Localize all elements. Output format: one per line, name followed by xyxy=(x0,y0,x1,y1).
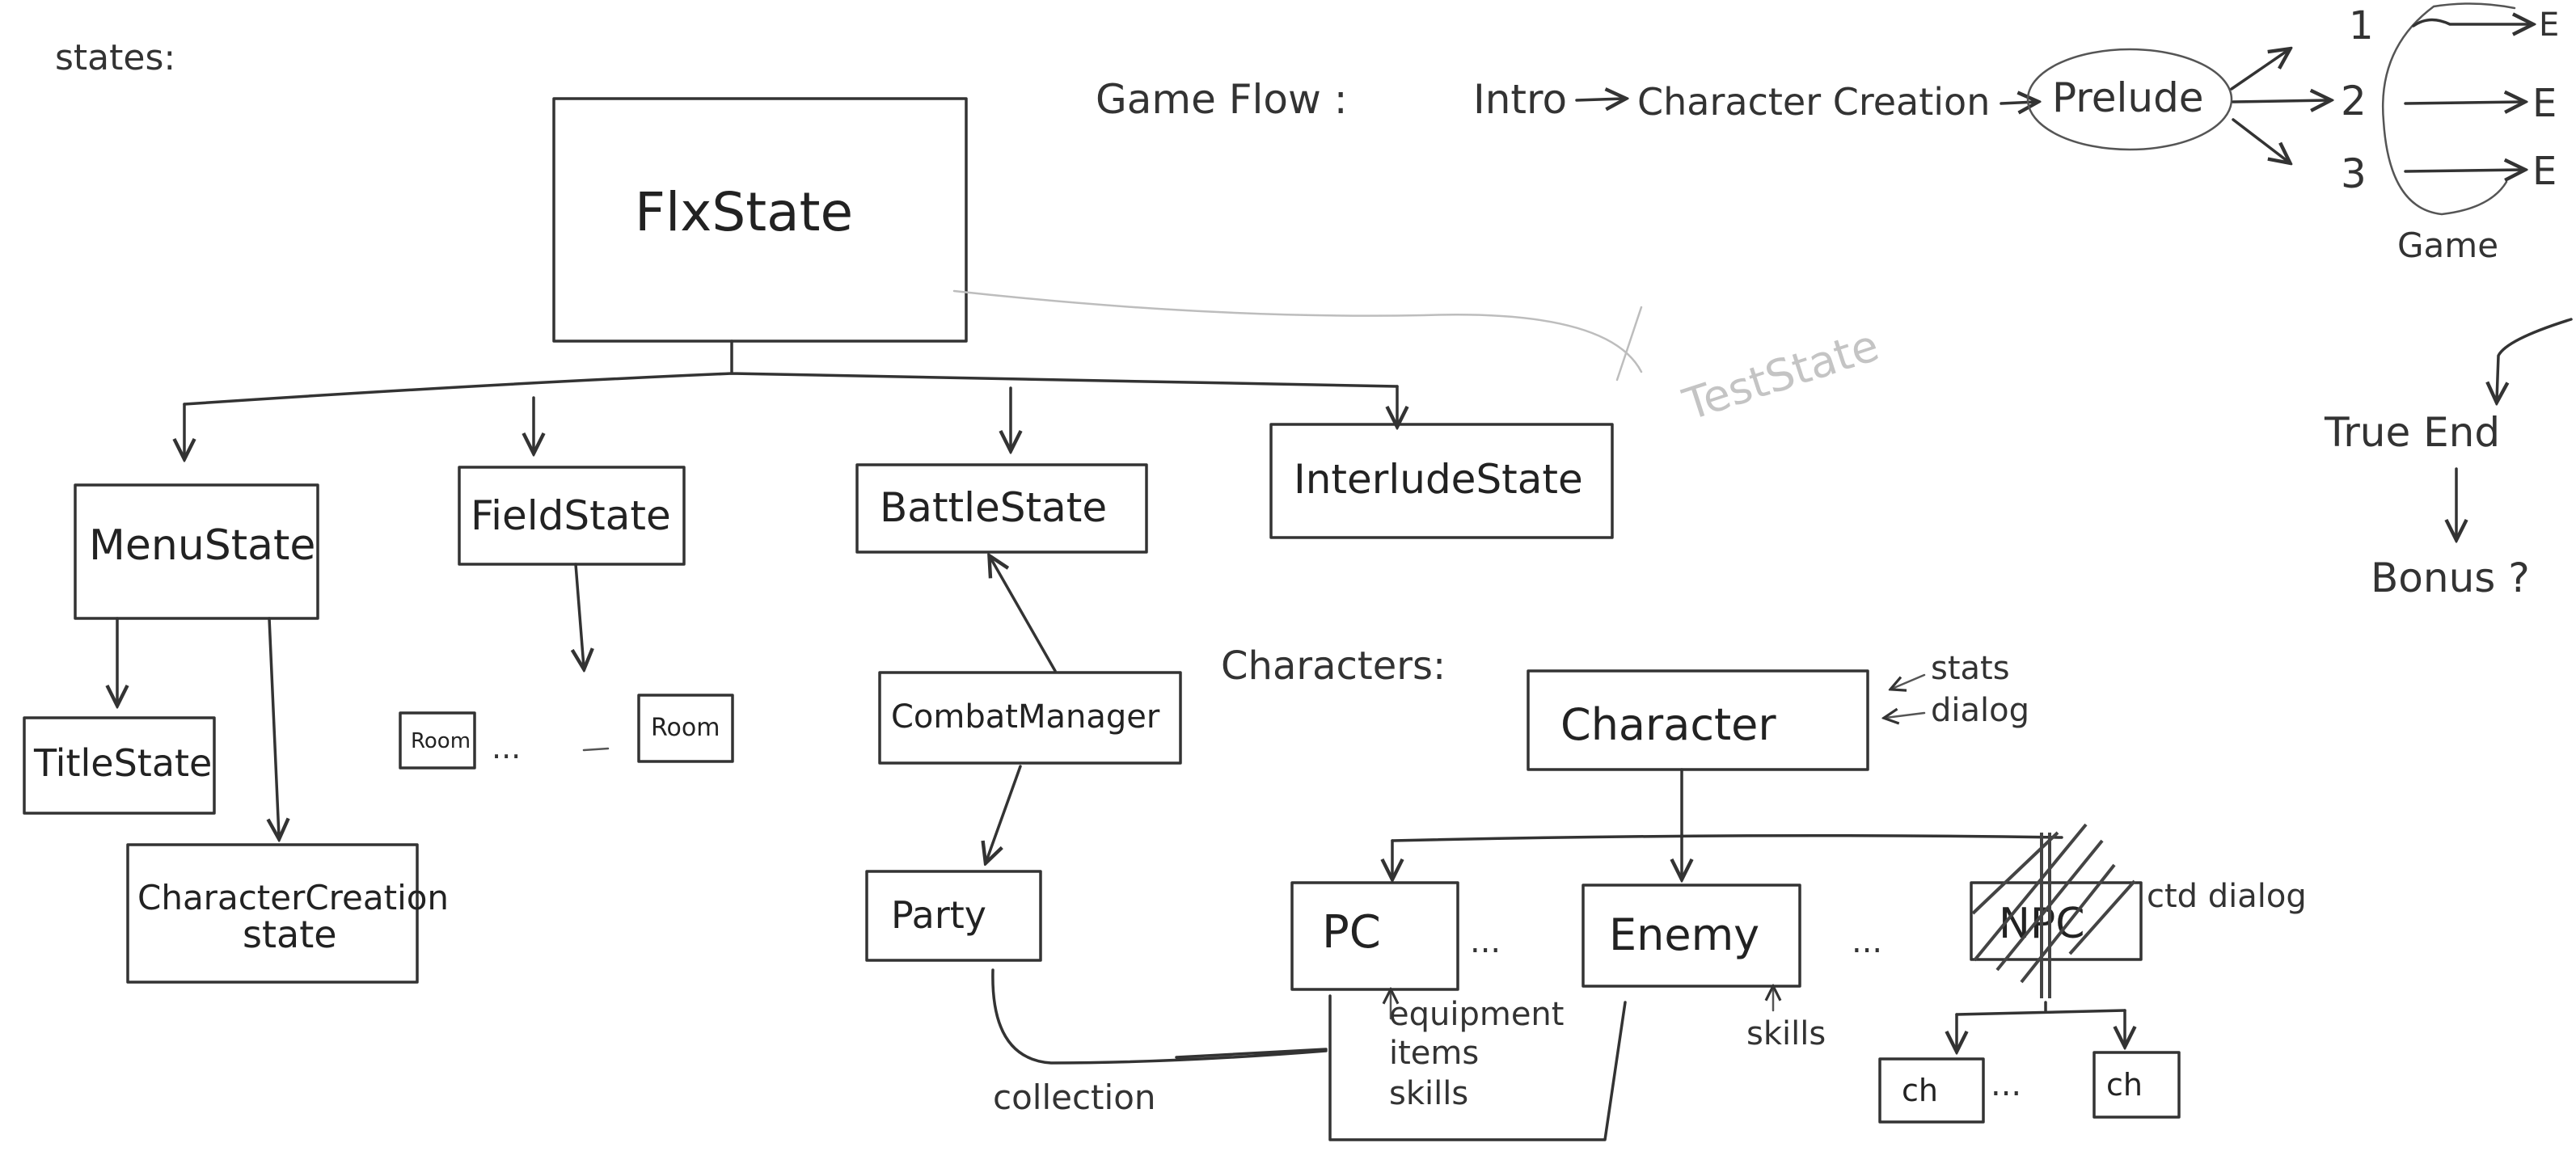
branch-label-2: 2 xyxy=(2341,78,2367,124)
npc-note-ctd-dialog: ctd dialog xyxy=(2147,878,2307,915)
branch-arrow-3 xyxy=(2232,118,2288,162)
branch-end-2: E xyxy=(2532,81,2557,126)
arrow-to-rooms xyxy=(576,563,584,667)
game-group-outline xyxy=(2382,2,2516,216)
branch-end-arrow-1 xyxy=(2412,19,2531,26)
characters-heading: Characters: xyxy=(1221,643,1446,689)
party-box: Party xyxy=(865,870,1042,962)
enemy-note-skills: skills xyxy=(1746,1015,1826,1052)
enemy-box: Enemy xyxy=(1581,884,1801,988)
game-group-label: Game xyxy=(2397,226,2498,265)
flxstate-box: FlxState xyxy=(552,97,968,343)
flow-step-character-creation: Character Creation xyxy=(1637,80,1990,124)
fieldstate-box: FieldState xyxy=(458,466,686,566)
charactercreation-state-label: state xyxy=(243,913,337,956)
teststate-faint-label: TestState xyxy=(1677,319,1885,430)
arrow-combat-to-battlestate xyxy=(990,558,1057,673)
combatmanager-box: CombatManager xyxy=(878,671,1182,765)
menustate-label: MenuState xyxy=(89,521,315,570)
menustate-box: MenuState xyxy=(74,483,319,620)
branch-end-1: E xyxy=(2539,6,2559,44)
pc-box: PC xyxy=(1290,881,1459,991)
pc-note-items: items xyxy=(1389,1035,1479,1072)
party-label: Party xyxy=(891,893,986,937)
branch-arrow-2 xyxy=(2232,100,2329,102)
room-box-1: Room xyxy=(399,711,476,770)
pc-detail-box xyxy=(1328,994,1627,1141)
collection-connector xyxy=(991,968,1328,1065)
prelude-circle xyxy=(2026,48,2233,151)
collection-label: collection xyxy=(993,1078,1156,1117)
branch-end-arrow-3 xyxy=(2404,170,2523,171)
pc-note-equipment: equipment xyxy=(1389,996,1564,1033)
pc-note-skills: skills xyxy=(1389,1075,1468,1112)
interludestate-box: InterludeState xyxy=(1269,423,1614,539)
flow-step-intro: Intro xyxy=(1473,76,1567,123)
enemy-npc-ellipsis: ... xyxy=(1852,923,1882,960)
game-flow-heading: Game Flow : xyxy=(1096,76,1348,123)
ch-label-2: ch xyxy=(2106,1067,2143,1103)
faint-sketch-line xyxy=(952,289,1643,382)
npc-box-crossed-out: NPC xyxy=(1970,823,2143,998)
titlestate-label: TitleState xyxy=(33,741,212,785)
arrow-to-charactercreation xyxy=(269,617,279,837)
room-dash xyxy=(582,747,610,752)
stats-arrow xyxy=(1892,673,1926,689)
ch-box-1: ch xyxy=(1878,1057,1985,1124)
ch-box-2: ch xyxy=(2092,1051,2181,1119)
enemy-label: Enemy xyxy=(1609,909,1759,960)
character-note-dialog: dialog xyxy=(1931,692,2029,729)
flow-step-prelude: Prelude xyxy=(2052,74,2204,121)
flow-arrow-creation-to-prelude xyxy=(2000,102,2036,103)
titlestate-box: TitleState xyxy=(23,716,216,815)
room-box-2: Room xyxy=(637,694,734,763)
battlestate-label: BattleState xyxy=(880,484,1107,531)
battlestate-box: BattleState xyxy=(855,463,1148,554)
charactercreation-state-box: CharacterCreation state xyxy=(126,843,449,984)
branch-end-arrow-2 xyxy=(2404,102,2523,103)
character-note-stats: stats xyxy=(1931,650,2010,687)
room-ellipsis: ... xyxy=(492,730,521,765)
states-heading: states: xyxy=(55,37,175,78)
room-label-1: Room xyxy=(411,729,471,753)
character-label: Character xyxy=(1560,699,1776,750)
flow-arrow-intro-to-creation xyxy=(1575,99,1624,100)
dialog-arrow xyxy=(1886,713,1926,718)
fieldstate-label: FieldState xyxy=(471,492,671,539)
bonus-label: Bonus ? xyxy=(2371,555,2530,601)
room-label-2: Room xyxy=(651,714,720,742)
arrow-combat-to-party xyxy=(986,765,1022,861)
character-subclass-connector xyxy=(1391,768,2063,842)
flxstate-label: FlxState xyxy=(635,181,853,243)
charactercreation-label: CharacterCreation xyxy=(137,878,449,917)
npc-children-connector xyxy=(1955,1001,2126,1016)
character-box: Character xyxy=(1527,669,1869,771)
ch-ellipsis: ... xyxy=(1991,1066,2021,1103)
interludestate-label: InterludeState xyxy=(1294,456,1583,503)
branch-label-1: 1 xyxy=(2349,3,2374,48)
pc-label: PC xyxy=(1322,906,1381,959)
ch-label-1: ch xyxy=(1902,1073,1938,1108)
branch-arrow-1 xyxy=(2230,50,2288,91)
pc-enemy-ellipsis: ... xyxy=(1470,923,1501,960)
branch-end-3: E xyxy=(2532,149,2557,194)
state-tree-connector xyxy=(183,340,1399,406)
true-end-label: True End xyxy=(2324,409,2500,456)
combatmanager-label: CombatManager xyxy=(891,698,1160,736)
branch-label-3: 3 xyxy=(2341,150,2367,197)
arrow-to-true-end xyxy=(2497,318,2573,400)
